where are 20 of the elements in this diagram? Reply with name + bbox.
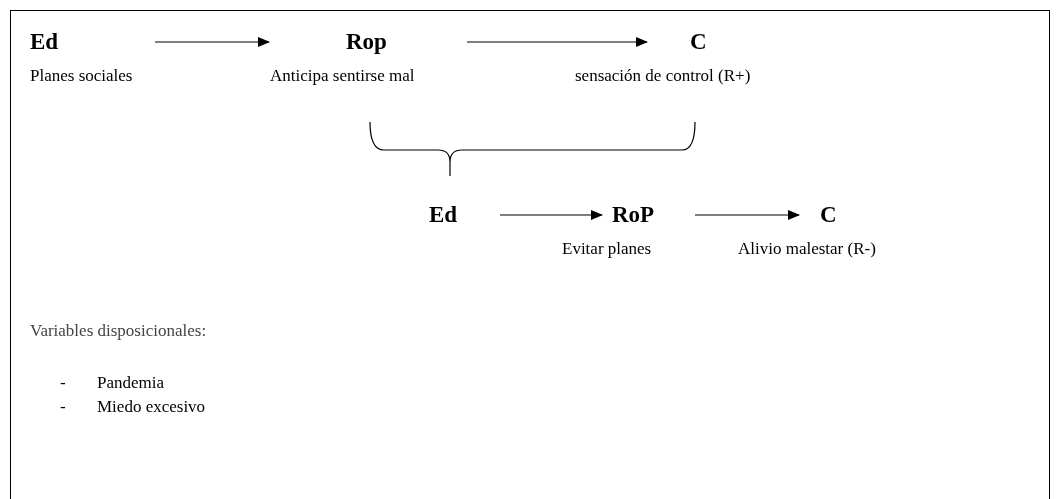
list-dash: - bbox=[60, 396, 66, 418]
term-label: Rop bbox=[268, 28, 468, 56]
heading-text: Variables disposicionales: bbox=[30, 320, 207, 342]
term-label: Ed bbox=[28, 28, 156, 56]
arrow bbox=[694, 210, 800, 220]
term-label: Ed bbox=[425, 201, 501, 229]
description-text: Anticipa sentirse mal bbox=[270, 65, 415, 87]
term-label: C bbox=[798, 201, 860, 229]
list-item: Miedo excesivo bbox=[97, 396, 206, 418]
term-label: RoP bbox=[601, 201, 696, 229]
arrow bbox=[154, 37, 270, 47]
arrow bbox=[466, 37, 648, 47]
list-dash: - bbox=[60, 372, 66, 394]
list-item: Pandemia bbox=[97, 372, 165, 394]
description-text: sensación de control (R+) bbox=[575, 65, 751, 87]
description-text: Alivio malestar (R-) bbox=[738, 238, 876, 260]
arrow bbox=[499, 210, 603, 220]
description-text: Evitar planes bbox=[562, 238, 652, 260]
term-label: C bbox=[646, 28, 761, 56]
description-text: Planes sociales bbox=[30, 65, 133, 87]
